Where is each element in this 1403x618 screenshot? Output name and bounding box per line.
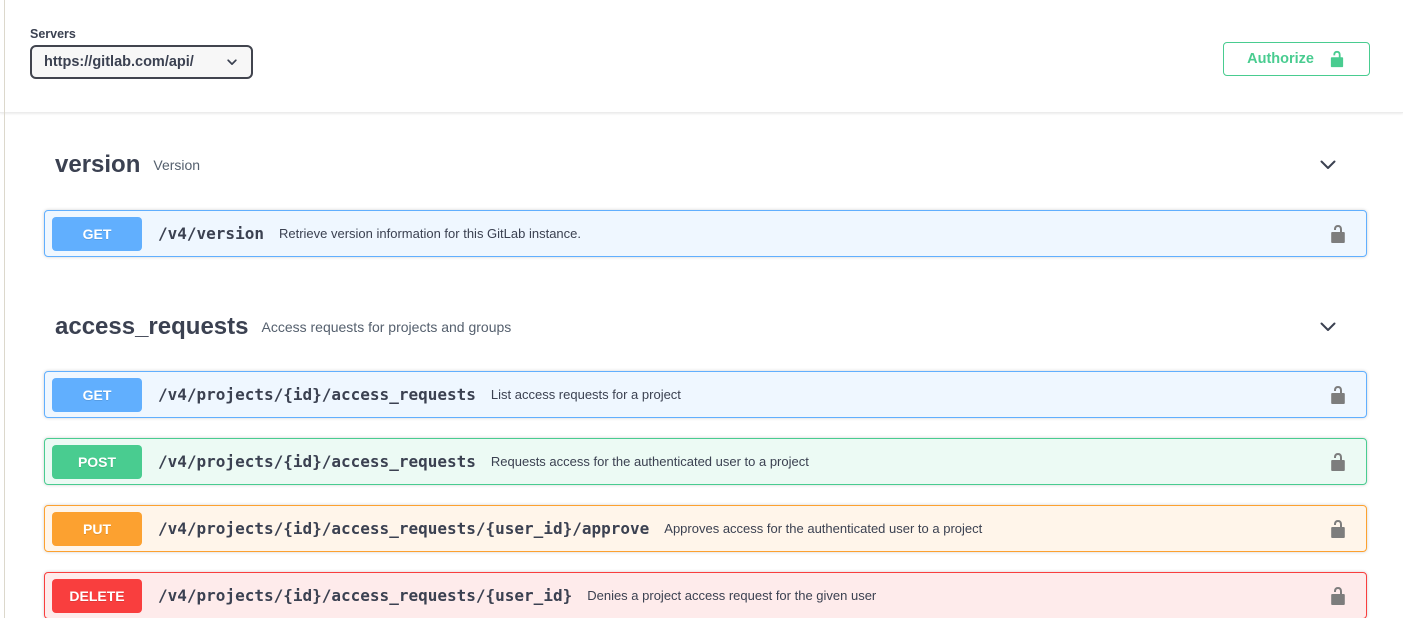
- operation-row[interactable]: PUT /v4/projects/{id}/access_requests/{u…: [44, 505, 1367, 552]
- lock-icon[interactable]: [1324, 582, 1352, 610]
- section-title: version: [55, 151, 141, 178]
- servers-label: Servers: [30, 27, 76, 41]
- unlock-icon: [1330, 50, 1344, 68]
- scheme-container: Servers https://gitlab.com/api/ Authoriz…: [0, 0, 1403, 113]
- operation-path: /v4/projects/{id}/access_requests/{user_…: [158, 519, 650, 538]
- method-badge: GET: [52, 377, 142, 412]
- method-badge: PUT: [52, 511, 142, 546]
- section-subtitle: Access requests for projects and groups: [261, 319, 512, 335]
- operation-row[interactable]: POST /v4/projects/{id}/access_requests R…: [44, 438, 1367, 485]
- lock-icon[interactable]: [1324, 381, 1352, 409]
- operation-summary: Requests access for the authenticated us…: [490, 454, 809, 469]
- collapse-chevron-icon[interactable]: [1316, 315, 1340, 339]
- lock-icon[interactable]: [1324, 448, 1352, 476]
- servers-block: Servers https://gitlab.com/api/: [30, 27, 253, 79]
- lock-icon[interactable]: [1324, 515, 1352, 543]
- section-subtitle: Version: [153, 157, 201, 173]
- operation-row[interactable]: GET /v4/version Retrieve version informa…: [44, 210, 1367, 257]
- operation-row[interactable]: GET /v4/projects/{id}/access_requests Li…: [44, 371, 1367, 418]
- operation-path: /v4/projects/{id}/access_requests: [158, 452, 476, 471]
- authorize-button[interactable]: Authorize: [1223, 42, 1370, 76]
- collapse-chevron-icon[interactable]: [1316, 153, 1340, 177]
- section-header-version[interactable]: version Version: [55, 113, 1367, 179]
- method-badge: DELETE: [52, 578, 142, 613]
- lock-icon[interactable]: [1324, 220, 1352, 248]
- operation-row[interactable]: DELETE /v4/projects/{id}/access_requests…: [44, 572, 1367, 618]
- servers-select-value: https://gitlab.com/api/: [44, 54, 194, 70]
- operation-path: /v4/projects/{id}/access_requests/{user_…: [158, 586, 573, 605]
- method-badge: GET: [52, 216, 142, 251]
- operation-path: /v4/version: [158, 224, 264, 243]
- authorize-label: Authorize: [1247, 51, 1314, 67]
- section-header-access-requests[interactable]: access_requests Access requests for proj…: [55, 277, 1367, 341]
- section-title: access_requests: [55, 313, 249, 340]
- operation-summary: Denies a project access request for the …: [587, 588, 877, 603]
- operation-summary: List access requests for a project: [490, 387, 681, 402]
- operation-summary: Approves access for the authenticated us…: [664, 521, 983, 536]
- servers-select[interactable]: https://gitlab.com/api/: [30, 45, 253, 79]
- operation-path: /v4/projects/{id}/access_requests: [158, 385, 476, 404]
- method-badge: POST: [52, 444, 142, 479]
- operation-summary: Retrieve version information for this Gi…: [278, 226, 581, 241]
- chevron-down-icon: [227, 59, 237, 65]
